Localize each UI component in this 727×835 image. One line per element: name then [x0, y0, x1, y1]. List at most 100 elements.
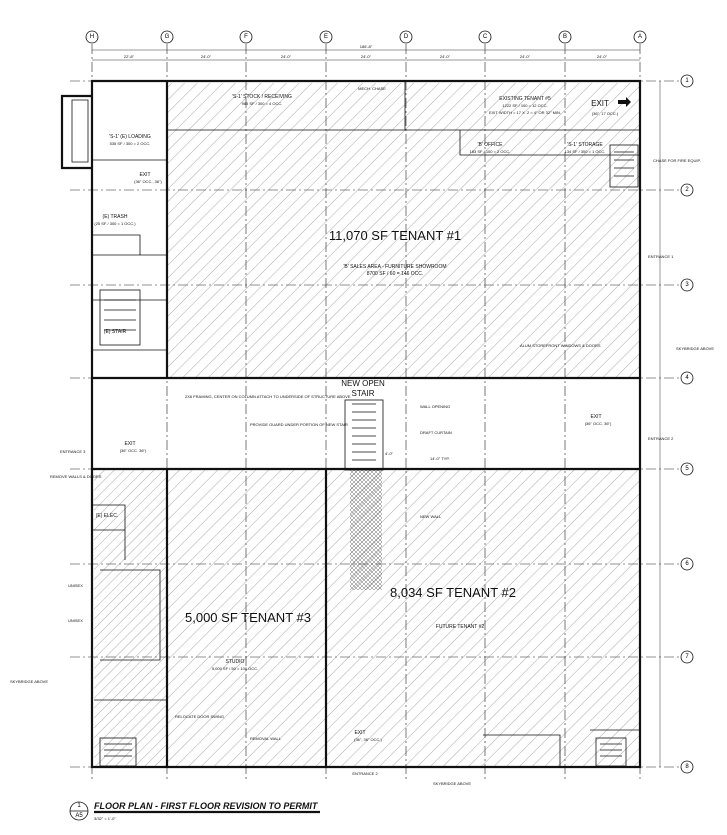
remove-walls-note: REMOVE WALLS & DOORS [50, 474, 102, 479]
room-labels: 11,070 SF TENANT #1 'B' SALES AREA - FUR… [94, 86, 605, 671]
unisex-note-1: UNISEX [68, 583, 83, 588]
partition-note: 2X6 FRAMING, CENTER ON COLUMN ATTACH TO … [185, 394, 351, 399]
trash-label: (E) TRASH [103, 214, 128, 220]
exit-arrow-icon [618, 97, 631, 107]
stair-underside [350, 470, 382, 590]
exit-ne-sub: (36", 17 OCC.) [592, 111, 619, 116]
tenant-3-area [168, 470, 326, 767]
exit-nw-label: EXIT [139, 172, 150, 178]
guard-note: PROVIDE GUARD UNDER PORTION OF NEW STAIR [250, 422, 348, 427]
fire-chase-note: CHASE FOR FIRE EQUIP. [653, 158, 701, 163]
grid-bubble-b: B [558, 30, 572, 44]
studio-west-area [94, 470, 167, 767]
svg-text:F: F [244, 34, 248, 40]
tenant-3-label: 5,000 SF TENANT #3 [185, 610, 311, 625]
grid-bubble-6: 6 [680, 557, 694, 571]
svg-text:A: A [638, 34, 642, 40]
typ-note-2: 4'-0" [385, 451, 394, 456]
grid-bubble-8: 8 [680, 760, 694, 774]
existing-tenant-sub2: EXIT WIDTH = 17 X .2 = 4" OR 32" MIN. [489, 110, 561, 115]
entrance-2-east-label: ENTRANCE 2 [648, 436, 674, 441]
storage-sub: 134 SF / 300 = 1 OCC. [565, 149, 606, 154]
loading-label: 'S-1' (E) LOADING [109, 134, 151, 140]
title-block: 1 A5 FLOOR PLAN - FIRST FLOOR REVISION T… [69, 801, 320, 821]
hatched-areas [94, 83, 640, 767]
exit-e-sub: (36" OCC. 36") [585, 421, 612, 426]
svg-text:7: 7 [685, 654, 689, 660]
stock-label: 'S-1' STOCK / RECEIVING [232, 94, 292, 100]
drawing-scale: 3/32" = 1'-0" [94, 816, 116, 821]
grid-bubble-5: 5 [680, 462, 694, 476]
grid-bubble-c: C [478, 30, 492, 44]
bay-dimension: 24'-0" [201, 54, 212, 59]
svg-text:G: G [165, 34, 170, 40]
exit-e-label: EXIT [590, 414, 601, 420]
svg-text:E: E [324, 34, 328, 40]
grid-bubble-a: A [633, 30, 647, 44]
grid-bubble-d: D [399, 30, 413, 44]
studio-sub: 5,000 SF / 50 = 100 OCC. [212, 666, 258, 671]
exit-s-sub: (36", 36" OCC.) [354, 737, 382, 742]
bay-dimension: 24'-0" [520, 54, 531, 59]
office-sub: 183 SF / 100 = 2 OCC. [470, 149, 511, 154]
svg-text:B: B [563, 34, 567, 40]
grid-bubble-f: F [239, 30, 253, 44]
drawing-title: FLOOR PLAN - FIRST FLOOR REVISION TO PER… [94, 801, 319, 811]
svg-text:D: D [404, 34, 409, 40]
wall-opening-note: WALL OPENING [420, 404, 450, 409]
svg-text:4: 4 [685, 375, 689, 381]
svg-text:H: H [90, 34, 94, 40]
detail-number: 1 [77, 803, 81, 809]
studio-label: STUDIO [226, 659, 245, 665]
stock-sub: 985 SF / 300 = 4 OCC. [242, 101, 283, 106]
elec-label: (E) ELEC. [96, 513, 119, 519]
existing-tenant-sub: 1222 SF / 100 = 12 OCC. [502, 103, 547, 108]
bay-dimension: 24'-0" [440, 54, 451, 59]
removal-wall-note: REMOVAL WALL [250, 736, 282, 741]
svg-text:1: 1 [685, 78, 689, 84]
bay-dimension: 24'-0" [597, 54, 608, 59]
grid-bubble-3: 3 [680, 278, 694, 292]
entrance-2-south-label: ENTRANCE 2 [352, 771, 378, 776]
tenant-1-sub2: 8700 SF / 60 = 146 OCC. [367, 271, 424, 277]
mech-chase-label: MECH. CHASE [358, 86, 386, 91]
office-label: 'B' OFFICE [478, 142, 504, 148]
skybridge-note-e: SKYBRIDGE ABOVE [676, 346, 714, 351]
tenant-2-sub: FUTURE TENANT #2 [436, 624, 485, 630]
stair-label: (E) STAIR [104, 329, 127, 335]
grid-bubble-7: 7 [680, 650, 694, 664]
svg-text:C: C [483, 34, 488, 40]
open-stair-label-2: STAIR [352, 389, 375, 398]
relocate-door-note: RELOCATE DOOR SWING [175, 714, 224, 719]
overall-dimension: 186'-8" [360, 44, 373, 49]
svg-text:8: 8 [685, 764, 689, 770]
svg-text:6: 6 [685, 561, 689, 567]
typ-note: 14'-0" TYP. [430, 456, 450, 461]
open-stair-label: NEW OPEN [341, 379, 385, 388]
trash-sub: (25 SF / 300 = 1 OCC.) [94, 221, 136, 226]
exit-ne-label: EXIT [591, 99, 609, 108]
storefront-note: ALUM STOREFRONT WINDOWS & DOORS [520, 343, 601, 348]
grid-bubble-e: E [319, 30, 333, 44]
bay-dimension: 24'-0" [281, 54, 292, 59]
annotations: SKYBRIDGE ABOVE SKYBRIDGE ABOVE SKYBRIDG… [10, 158, 714, 786]
tenant-1-sub: 'B' SALES AREA - FURNITURE SHOWROOM [343, 264, 446, 270]
dimension-strings: 186'-8" 22'-8" 24'-0" 24'-0" 24'-0" 24'-… [92, 44, 661, 767]
entrance-1-label: ENTRANCE 1 [648, 254, 674, 259]
row-bubbles: 1 2 3 4 5 6 7 8 [680, 74, 694, 774]
existing-tenant-label: EXISTING TENANT #5 [499, 96, 551, 102]
exit-nw-sub: (36" OCC., 36") [134, 179, 162, 184]
tenant-2-label: 8,034 SF TENANT #2 [390, 585, 516, 600]
grid-bubble-g: G [160, 30, 174, 44]
exit-w-sub: (36" OCC. 36") [120, 448, 147, 453]
exit-s-label: EXIT [354, 730, 365, 736]
draft-curtain-note: DRAFT CURTAIN [420, 430, 452, 435]
unisex-note-2: UNISEX [68, 618, 83, 623]
bay-dimension: 24'-0" [361, 54, 372, 59]
exit-labels: EXIT (36", 17 OCC.) EXIT (36" OCC., 36")… [60, 97, 674, 776]
grid-bubble-1: 1 [680, 74, 694, 88]
svg-text:3: 3 [685, 282, 689, 288]
skybridge-note-s: SKYBRIDGE ABOVE [433, 781, 471, 786]
tenant-1-area [168, 83, 640, 378]
